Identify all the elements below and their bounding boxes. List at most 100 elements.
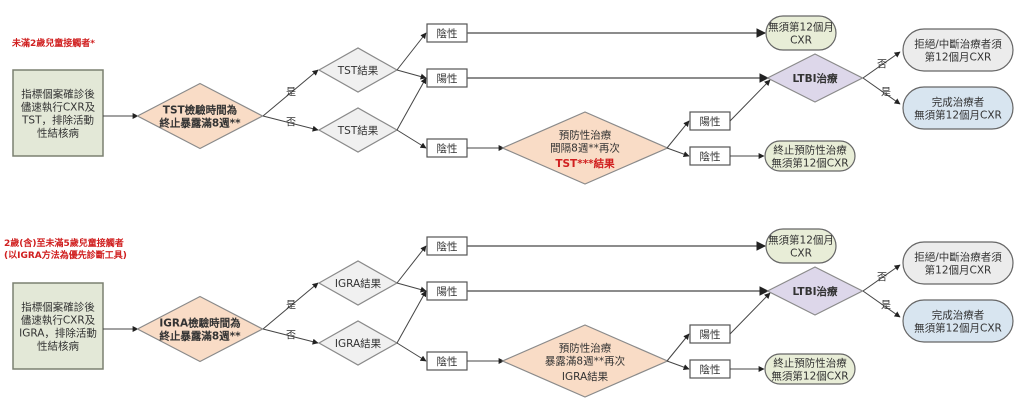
- ltbi-no-label: 否: [877, 59, 887, 71]
- retest-red-text: TST***結果: [555, 157, 615, 170]
- connector: [396, 69, 427, 80]
- ltbi-decision: [766, 53, 864, 103]
- test-decision-text: 終止暴露滿8週**: [159, 116, 241, 129]
- no-cxr-text: 無須第12個月: [768, 233, 834, 246]
- connector: [396, 342, 427, 362]
- ltbi-text: LTBI治療: [792, 285, 838, 298]
- connector: [862, 51, 901, 79]
- ltbi-text: LTBI治療: [792, 72, 838, 85]
- negative-text: 陰性: [437, 240, 458, 253]
- retest-text: 暴露滿8週**再次: [545, 354, 626, 367]
- retest-text: 預防性治療: [559, 341, 612, 354]
- no-cxr-outcome: [765, 15, 837, 51]
- connector: [666, 120, 690, 149]
- refuse-text: 拒絕/中斷治療者須: [914, 250, 1002, 263]
- refuse-text: 第12個月CXR: [925, 263, 992, 276]
- negative-text: 陰性: [437, 27, 458, 40]
- refuse-outcome: [902, 28, 1014, 72]
- complete-text: 無須第12個月CXR: [914, 321, 1002, 334]
- start-text: 指標個案確診後: [21, 300, 95, 313]
- arrow-no: [262, 115, 319, 132]
- ltbi-yes-label: 是: [881, 300, 891, 312]
- complete-outcome: [902, 299, 1014, 343]
- no-label: 否: [286, 330, 296, 342]
- yes-label: 是: [286, 300, 296, 312]
- flow-2-to-5: 2歲(含)至未滿5歲兒童接觸者(以IGRA方法為優先診斷工具) 指標個案確診後儘速…: [4, 228, 1014, 398]
- start-text: 儘速執行CXR及: [21, 313, 96, 326]
- result-yes-text: TST結果: [337, 64, 379, 77]
- stop-text: 終止預防性治療: [773, 143, 847, 156]
- connector: [396, 282, 427, 293]
- start-box: [12, 282, 104, 370]
- stop-outcome: [764, 140, 856, 172]
- start-text: 儘速執行CXR及: [21, 100, 96, 113]
- retest-text: 預防性治療: [559, 128, 612, 141]
- test-decision: [136, 82, 264, 150]
- refuse-outcome: [902, 241, 1014, 285]
- result-no-text: TST結果: [337, 124, 379, 137]
- retest-text: 間隔8週**再次: [550, 141, 620, 154]
- positive-text: 陽性: [437, 72, 458, 85]
- ltbi-yes-label: 是: [881, 87, 891, 99]
- ltbi-no-label: 否: [877, 272, 887, 284]
- start-text: TST，排除活動: [21, 113, 94, 126]
- positive-text: 陽性: [700, 328, 721, 341]
- group-heading: 未滿2歲兒童接觸者*: [11, 37, 95, 49]
- arrow-no: [262, 328, 319, 345]
- negative-text: 陰性: [437, 142, 458, 155]
- arrow-yes: [262, 69, 319, 117]
- start-text: 性結核病: [37, 339, 79, 352]
- no-label: 否: [286, 117, 296, 129]
- connector: [862, 290, 901, 318]
- negative-text: 陰性: [700, 150, 721, 163]
- negative-text: 陰性: [700, 363, 721, 376]
- yes-label: 是: [286, 87, 296, 99]
- arrow-yes: [262, 282, 319, 330]
- group-heading: (以IGRA方法為優先診斷工具): [4, 249, 127, 261]
- stop-text: 終止預防性治療: [773, 356, 847, 369]
- start-text: 指標個案確診後: [21, 87, 95, 100]
- no-cxr-text: 無須第12個月: [768, 20, 834, 33]
- connector: [666, 333, 690, 362]
- connector: [862, 77, 901, 105]
- test-decision-text: 終止暴露滿8週**: [159, 329, 241, 342]
- complete-text: 無須第12個月CXR: [914, 108, 1002, 121]
- no-cxr-text: CXR: [790, 247, 812, 259]
- refuse-text: 第12個月CXR: [925, 50, 992, 63]
- no-cxr-outcome: [765, 228, 837, 264]
- start-text: IGRA，排除活動: [19, 326, 97, 339]
- connector: [666, 147, 690, 157]
- start-box: [12, 69, 104, 157]
- test-decision-text: TST檢驗時間為: [163, 103, 238, 116]
- result-yes-text: IGRA結果: [335, 277, 382, 290]
- start-text: 性結核病: [37, 126, 79, 139]
- connector: [729, 79, 771, 122]
- stop-text: 無須第12個CXR: [771, 369, 848, 382]
- test-decision: [136, 295, 264, 363]
- connector: [396, 77, 427, 131]
- connector: [862, 264, 901, 292]
- refuse-text: 拒絕/中斷治療者須: [914, 37, 1002, 50]
- connector: [396, 32, 427, 71]
- connector: [396, 290, 427, 344]
- stop-text: 無須第12個CXR: [771, 156, 848, 169]
- result-no-text: IGRA結果: [335, 337, 382, 350]
- positive-text: 陽性: [437, 285, 458, 298]
- complete-text: 完成治療者: [932, 95, 985, 108]
- connector: [396, 129, 427, 149]
- retest-text: IGRA結果: [562, 370, 609, 383]
- connector: [729, 292, 771, 335]
- no-cxr-text: CXR: [790, 34, 812, 46]
- negative-text: 陰性: [437, 355, 458, 368]
- positive-text: 陽性: [700, 115, 721, 128]
- connector: [396, 245, 427, 284]
- complete-outcome: [902, 86, 1014, 130]
- group-heading: 2歲(含)至未滿5歲兒童接觸者: [4, 237, 124, 249]
- complete-text: 完成治療者: [932, 308, 985, 321]
- test-decision-text: IGRA檢驗時間為: [159, 316, 241, 329]
- ltbi-decision: [766, 266, 864, 316]
- connector: [666, 360, 690, 370]
- stop-outcome: [764, 353, 856, 385]
